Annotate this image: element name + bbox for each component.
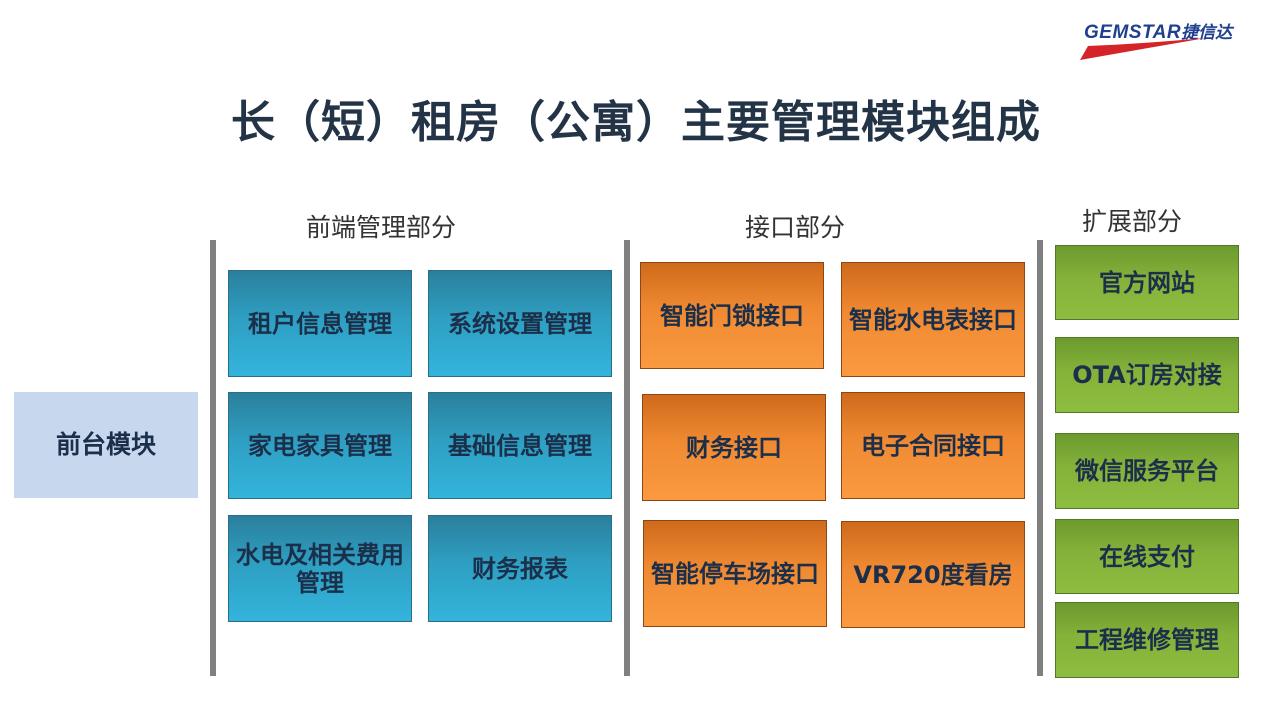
frontend-box-financial-reports: 财务报表 (428, 515, 612, 622)
divider-middle (624, 240, 630, 676)
frontend-box-utilities-fees: 水电及相关费用管理 (228, 515, 412, 622)
divider-right (1037, 240, 1043, 676)
section-label-interface: 接口部分 (745, 213, 846, 242)
section-label-frontend: 前端管理部分 (306, 213, 457, 242)
front-module-box: 前台模块 (14, 392, 198, 498)
extension-box-official-website: 官方网站 (1055, 245, 1239, 320)
frontend-box-system-settings: 系统设置管理 (428, 270, 612, 377)
extension-box-maintenance: 工程维修管理 (1055, 602, 1239, 678)
section-label-extension: 扩展部分 (1082, 207, 1183, 236)
frontend-box-appliances: 家电家具管理 (228, 392, 412, 499)
interface-box-vr720: VR720度看房 (841, 521, 1025, 628)
extension-box-wechat-platform: 微信服务平台 (1055, 433, 1239, 509)
gemstar-logo: GEMSTAR捷信达 (1078, 14, 1258, 64)
page-title: 长（短）租房（公寓）主要管理模块组成 (231, 97, 1041, 148)
logo-swoosh-icon (1080, 38, 1206, 60)
extension-box-ota-booking: OTA订房对接 (1055, 337, 1239, 413)
interface-box-smart-meter: 智能水电表接口 (841, 262, 1025, 377)
extension-box-online-payment: 在线支付 (1055, 519, 1239, 594)
logo-wordmark: GEMSTAR捷信达 (1084, 18, 1232, 44)
frontend-box-basic-info: 基础信息管理 (428, 392, 612, 499)
logo-brand-cn: 捷信达 (1181, 23, 1233, 42)
logo-brand: GEMSTAR (1084, 22, 1182, 43)
divider-left (210, 240, 216, 676)
interface-box-finance: 财务接口 (642, 394, 826, 501)
interface-box-smart-lock: 智能门锁接口 (640, 262, 824, 369)
frontend-box-tenant-info: 租户信息管理 (228, 270, 412, 377)
interface-box-e-contract: 电子合同接口 (841, 392, 1025, 499)
interface-box-smart-parking: 智能停车场接口 (643, 520, 827, 627)
